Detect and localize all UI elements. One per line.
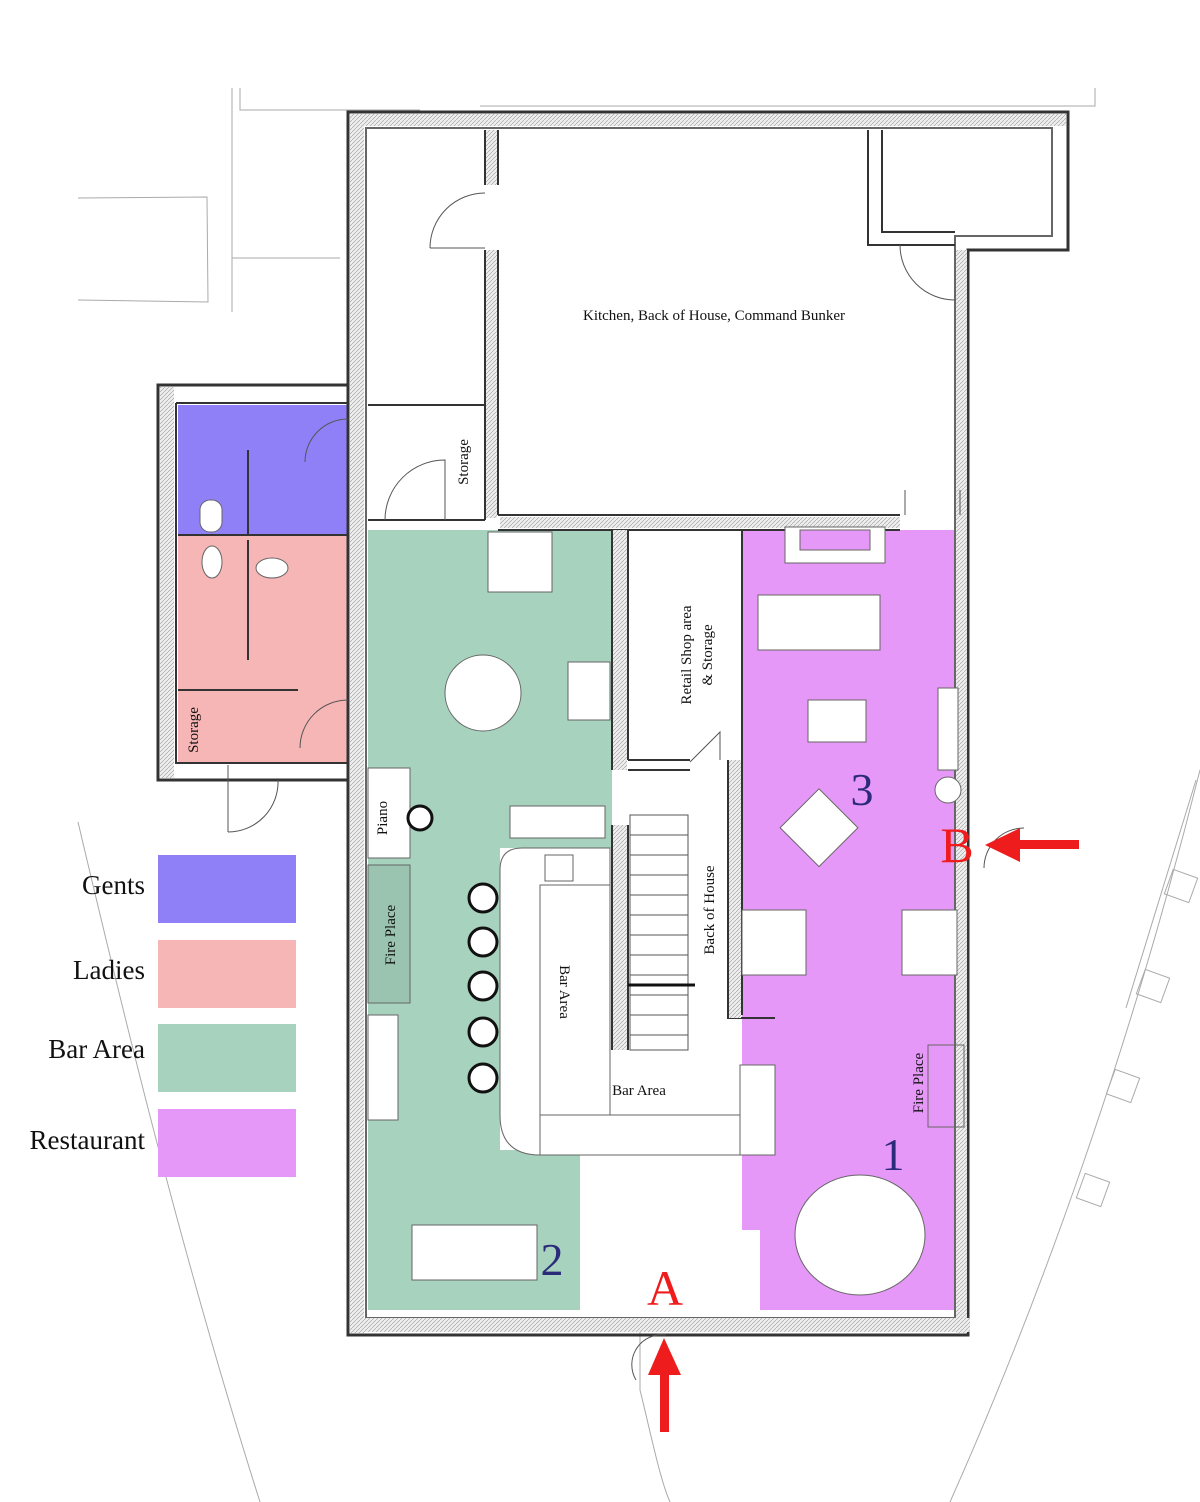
bar-counter <box>499 847 776 1156</box>
label-storage-upper: Storage <box>456 439 472 485</box>
staircase <box>628 814 695 1051</box>
label-retail-2: & Storage <box>700 624 716 686</box>
label-fireplace-bar: Fire Place <box>383 904 399 965</box>
label-fireplace-restaurant: Fire Place <box>911 1052 927 1113</box>
table-number-1: 1 <box>882 1129 905 1180</box>
wall-hatching <box>160 114 1066 1333</box>
table-number-2: 2 <box>541 1234 564 1285</box>
legend-label-restaurant: Restaurant <box>29 1125 145 1155</box>
legend-swatch-ladies <box>158 940 296 1008</box>
legend-swatch-bar-area <box>158 1024 296 1092</box>
label-piano: Piano <box>375 801 391 835</box>
legend-swatch-gents <box>158 855 296 923</box>
entrance-a-label: A <box>647 1260 683 1316</box>
door-swings <box>227 192 1025 1381</box>
label-retail-1: Retail Shop area <box>679 605 695 704</box>
furniture <box>199 499 965 1296</box>
bar-stools <box>406 804 499 1094</box>
label-storage-toilets: Storage <box>186 707 202 753</box>
legend-label-gents: Gents <box>82 870 145 900</box>
label-kitchen: Kitchen, Back of House, Command Bunker <box>583 308 845 324</box>
label-back-of-house: Back of House <box>702 865 718 954</box>
legend-swatch-restaurant <box>158 1109 296 1177</box>
zone-restaurant <box>742 530 965 1310</box>
label-bar-area-floor: Bar Area <box>612 1083 666 1099</box>
legend-label-ladies: Ladies <box>73 955 145 985</box>
entrance-a-arrow-icon <box>648 1338 681 1432</box>
table-number-3: 3 <box>851 764 874 815</box>
label-bar-area-counter: Bar Area <box>556 965 572 1019</box>
entrance-b-label: B <box>940 817 973 873</box>
zone-bar-area <box>368 530 612 1310</box>
legend-label-bar-area: Bar Area <box>48 1034 145 1064</box>
site-context-lines <box>77 88 1200 1502</box>
walls <box>156 110 1070 1337</box>
entrance-b-arrow-icon <box>985 828 1079 862</box>
